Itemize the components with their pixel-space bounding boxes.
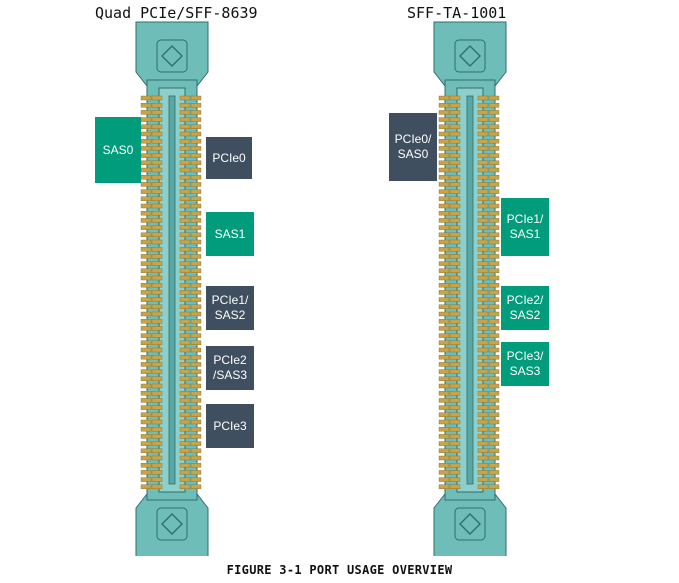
left-connector-top-latch (161, 45, 183, 67)
left-connector-slot-center (168, 95, 176, 485)
left-connector-top-tab (135, 21, 209, 87)
left-connector-title: Quad PCIe/SFF-8639 (95, 4, 258, 22)
label-sas1: SAS1 (206, 212, 254, 256)
left-connector-bottom-tab (135, 493, 209, 556)
left-connector-top-latch-frame (156, 39, 188, 73)
right-connector-title: SFF-TA-1001 (407, 4, 507, 22)
right-connector-top-latch-frame (454, 39, 486, 73)
left-connector-bottom-latch (161, 513, 183, 535)
label-pcie3: PCIe3 (206, 404, 254, 448)
label-pcie1-sas2: PCIe1/ SAS2 (206, 286, 254, 330)
right-connector-slot-center (466, 95, 474, 485)
right-connector-top-latch (459, 45, 481, 67)
right-connector-bottom-latch-frame (454, 507, 486, 541)
right-connector-drawing (433, 21, 507, 556)
label-pcie3-sas3: PCIe3/ SAS3 (501, 342, 549, 386)
right-connector-top-tab (433, 21, 507, 87)
label-sas0: SAS0 (95, 117, 141, 183)
right-connector-bottom-latch (459, 513, 481, 535)
right-connector-bottom-tab (433, 493, 507, 556)
label-pcie0-sas0: PCIe0/ SAS0 (389, 113, 437, 181)
right-connector-pins (438, 95, 500, 489)
label-pcie0: PCIe0 (206, 137, 252, 179)
label-pcie2-sas3: PCIe2 /SAS3 (206, 346, 254, 390)
label-pcie2-sas2: PCIe2/ SAS2 (501, 286, 549, 330)
left-connector-pins (140, 95, 202, 489)
figure-caption: FIGURE 3-1 PORT USAGE OVERVIEW (226, 563, 453, 577)
label-pcie1-sas1: PCIe1/ SAS1 (501, 198, 549, 256)
left-connector-drawing (135, 21, 209, 556)
left-connector-bottom-latch-frame (156, 507, 188, 541)
